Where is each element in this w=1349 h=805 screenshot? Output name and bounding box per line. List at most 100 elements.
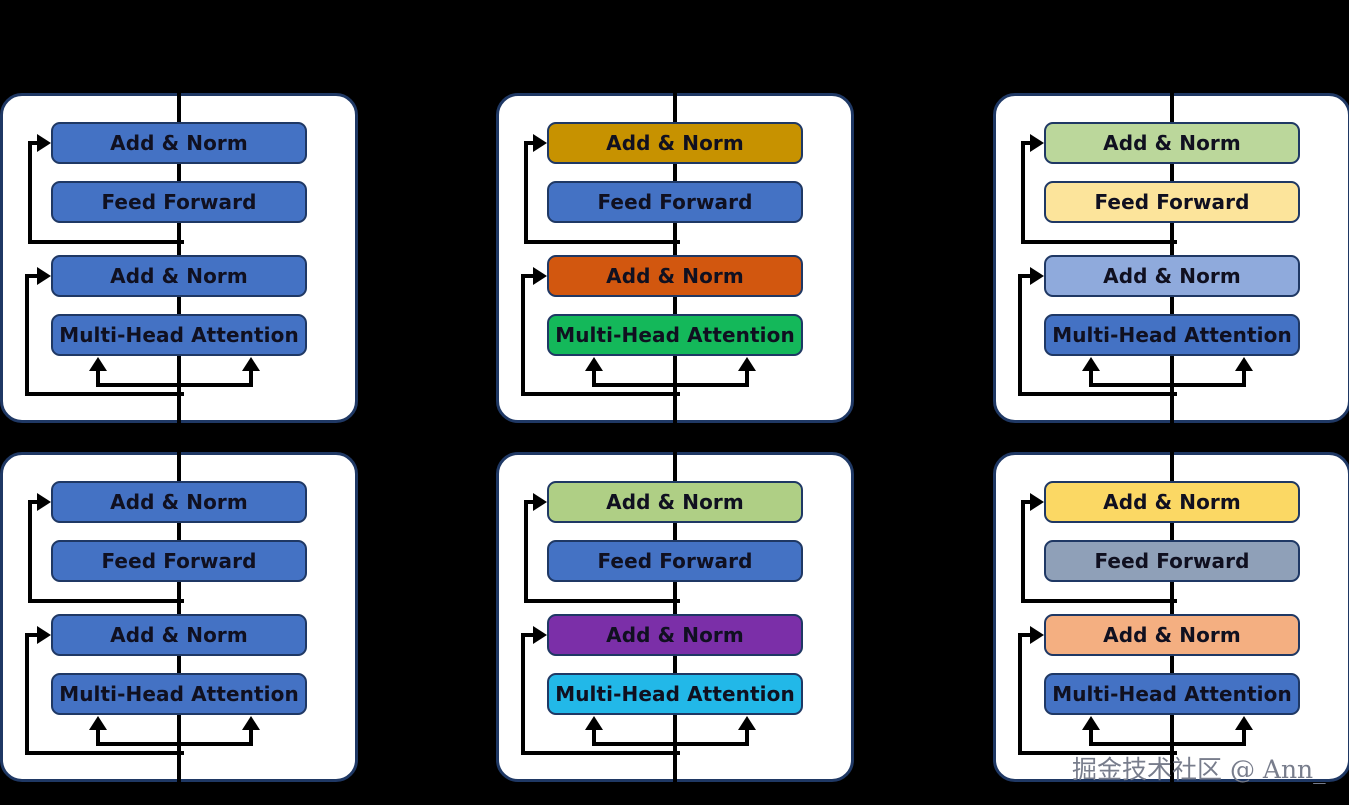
attention-input-riser-left — [96, 727, 100, 746]
attention-input-riser-right — [249, 368, 253, 387]
add-norm-top-box[interactable]: Add & Norm — [547, 122, 803, 164]
attention-input-arrowhead-left — [89, 357, 107, 371]
add-norm-top-box[interactable]: Add & Norm — [51, 481, 307, 523]
residual-vertical-upper — [28, 500, 32, 603]
add-norm-bottom-box[interactable]: Add & Norm — [51, 614, 307, 656]
attention-input-arrowhead-right — [242, 357, 260, 371]
add-norm-top-box[interactable]: Add & Norm — [1044, 122, 1300, 164]
residual-arrowhead-lower — [37, 267, 51, 285]
multi-head-attention-box[interactable]: Multi-Head Attention — [51, 673, 307, 715]
feed-forward-box[interactable]: Feed Forward — [1044, 540, 1300, 582]
residual-vertical-lower — [25, 274, 29, 396]
attention-input-riser-left — [1089, 727, 1093, 746]
residual-arrowhead-lower — [37, 626, 51, 644]
residual-horizontal-top-upper — [1021, 500, 1034, 504]
residual-horizontal-bottom-lower — [1018, 751, 1177, 755]
feed-forward-label: Feed Forward — [1094, 190, 1250, 214]
residual-horizontal-bottom-lower — [25, 751, 184, 755]
feed-forward-label: Feed Forward — [597, 549, 753, 573]
attention-input-arrowhead-left — [1082, 357, 1100, 371]
multi-head-attention-label: Multi-Head Attention — [1052, 682, 1292, 706]
feed-forward-box[interactable]: Feed Forward — [547, 181, 803, 223]
attention-input-arrowhead-right — [1235, 716, 1253, 730]
add-norm-top-label: Add & Norm — [110, 131, 248, 155]
add-norm-top-box[interactable]: Add & Norm — [1044, 481, 1300, 523]
residual-arrowhead-upper — [533, 493, 547, 511]
add-norm-top-box[interactable]: Add & Norm — [547, 481, 803, 523]
add-norm-bottom-box[interactable]: Add & Norm — [1044, 614, 1300, 656]
add-norm-bottom-label: Add & Norm — [606, 264, 744, 288]
feed-forward-box[interactable]: Feed Forward — [51, 181, 307, 223]
feed-forward-box[interactable]: Feed Forward — [1044, 181, 1300, 223]
residual-vertical-lower — [521, 633, 525, 755]
multi-head-attention-box[interactable]: Multi-Head Attention — [51, 314, 307, 356]
feed-forward-box[interactable]: Feed Forward — [51, 540, 307, 582]
residual-horizontal-bottom-lower — [1018, 392, 1177, 396]
residual-arrowhead-upper — [1030, 493, 1044, 511]
add-norm-bottom-box[interactable]: Add & Norm — [547, 614, 803, 656]
add-norm-bottom-box[interactable]: Add & Norm — [547, 255, 803, 297]
attention-input-arrowhead-left — [585, 716, 603, 730]
residual-vertical-upper — [524, 141, 528, 244]
residual-horizontal-bottom-lower — [521, 751, 680, 755]
residual-vertical-lower — [1018, 274, 1022, 396]
multi-head-attention-box[interactable]: Multi-Head Attention — [1044, 314, 1300, 356]
attention-input-riser-right — [1242, 727, 1246, 746]
residual-horizontal-top-upper — [28, 500, 41, 504]
add-norm-top-label: Add & Norm — [606, 131, 744, 155]
attention-input-bar — [96, 742, 253, 746]
multi-head-attention-box[interactable]: Multi-Head Attention — [1044, 673, 1300, 715]
residual-vertical-upper — [1021, 500, 1025, 603]
attention-input-riser-left — [1089, 368, 1093, 387]
multi-head-attention-label: Multi-Head Attention — [59, 323, 299, 347]
residual-arrowhead-lower — [533, 267, 547, 285]
attention-input-bar — [592, 742, 749, 746]
add-norm-bottom-box[interactable]: Add & Norm — [1044, 255, 1300, 297]
residual-horizontal-bottom-lower — [25, 392, 184, 396]
residual-horizontal-bottom-upper — [524, 240, 680, 244]
residual-horizontal-bottom-upper — [1021, 599, 1177, 603]
residual-arrowhead-upper — [37, 134, 51, 152]
add-norm-top-label: Add & Norm — [110, 490, 248, 514]
feed-forward-label: Feed Forward — [101, 549, 257, 573]
residual-vertical-lower — [25, 633, 29, 755]
residual-horizontal-bottom-upper — [524, 599, 680, 603]
residual-horizontal-top-upper — [1021, 141, 1034, 145]
residual-horizontal-top-lower — [521, 274, 537, 278]
attention-input-arrowhead-left — [89, 716, 107, 730]
multi-head-attention-label: Multi-Head Attention — [555, 682, 795, 706]
attention-input-arrowhead-right — [1235, 357, 1253, 371]
add-norm-bottom-label: Add & Norm — [606, 623, 744, 647]
feed-forward-label: Feed Forward — [101, 190, 257, 214]
residual-vertical-upper — [28, 141, 32, 244]
residual-vertical-upper — [1021, 141, 1025, 244]
residual-horizontal-top-upper — [28, 141, 41, 145]
residual-arrowhead-lower — [1030, 626, 1044, 644]
attention-input-arrowhead-right — [738, 357, 756, 371]
feed-forward-box[interactable]: Feed Forward — [547, 540, 803, 582]
residual-horizontal-bottom-upper — [1021, 240, 1177, 244]
add-norm-top-box[interactable]: Add & Norm — [51, 122, 307, 164]
add-norm-top-label: Add & Norm — [1103, 490, 1241, 514]
add-norm-bottom-box[interactable]: Add & Norm — [51, 255, 307, 297]
residual-arrowhead-lower — [1030, 267, 1044, 285]
feed-forward-label: Feed Forward — [1094, 549, 1250, 573]
multi-head-attention-box[interactable]: Multi-Head Attention — [547, 314, 803, 356]
attention-input-bar — [1089, 742, 1246, 746]
attention-input-bar — [592, 383, 749, 387]
attention-input-arrowhead-left — [585, 357, 603, 371]
attention-input-arrowhead-right — [242, 716, 260, 730]
residual-arrowhead-upper — [533, 134, 547, 152]
attention-input-bar — [96, 383, 253, 387]
attention-input-riser-left — [96, 368, 100, 387]
multi-head-attention-box[interactable]: Multi-Head Attention — [547, 673, 803, 715]
